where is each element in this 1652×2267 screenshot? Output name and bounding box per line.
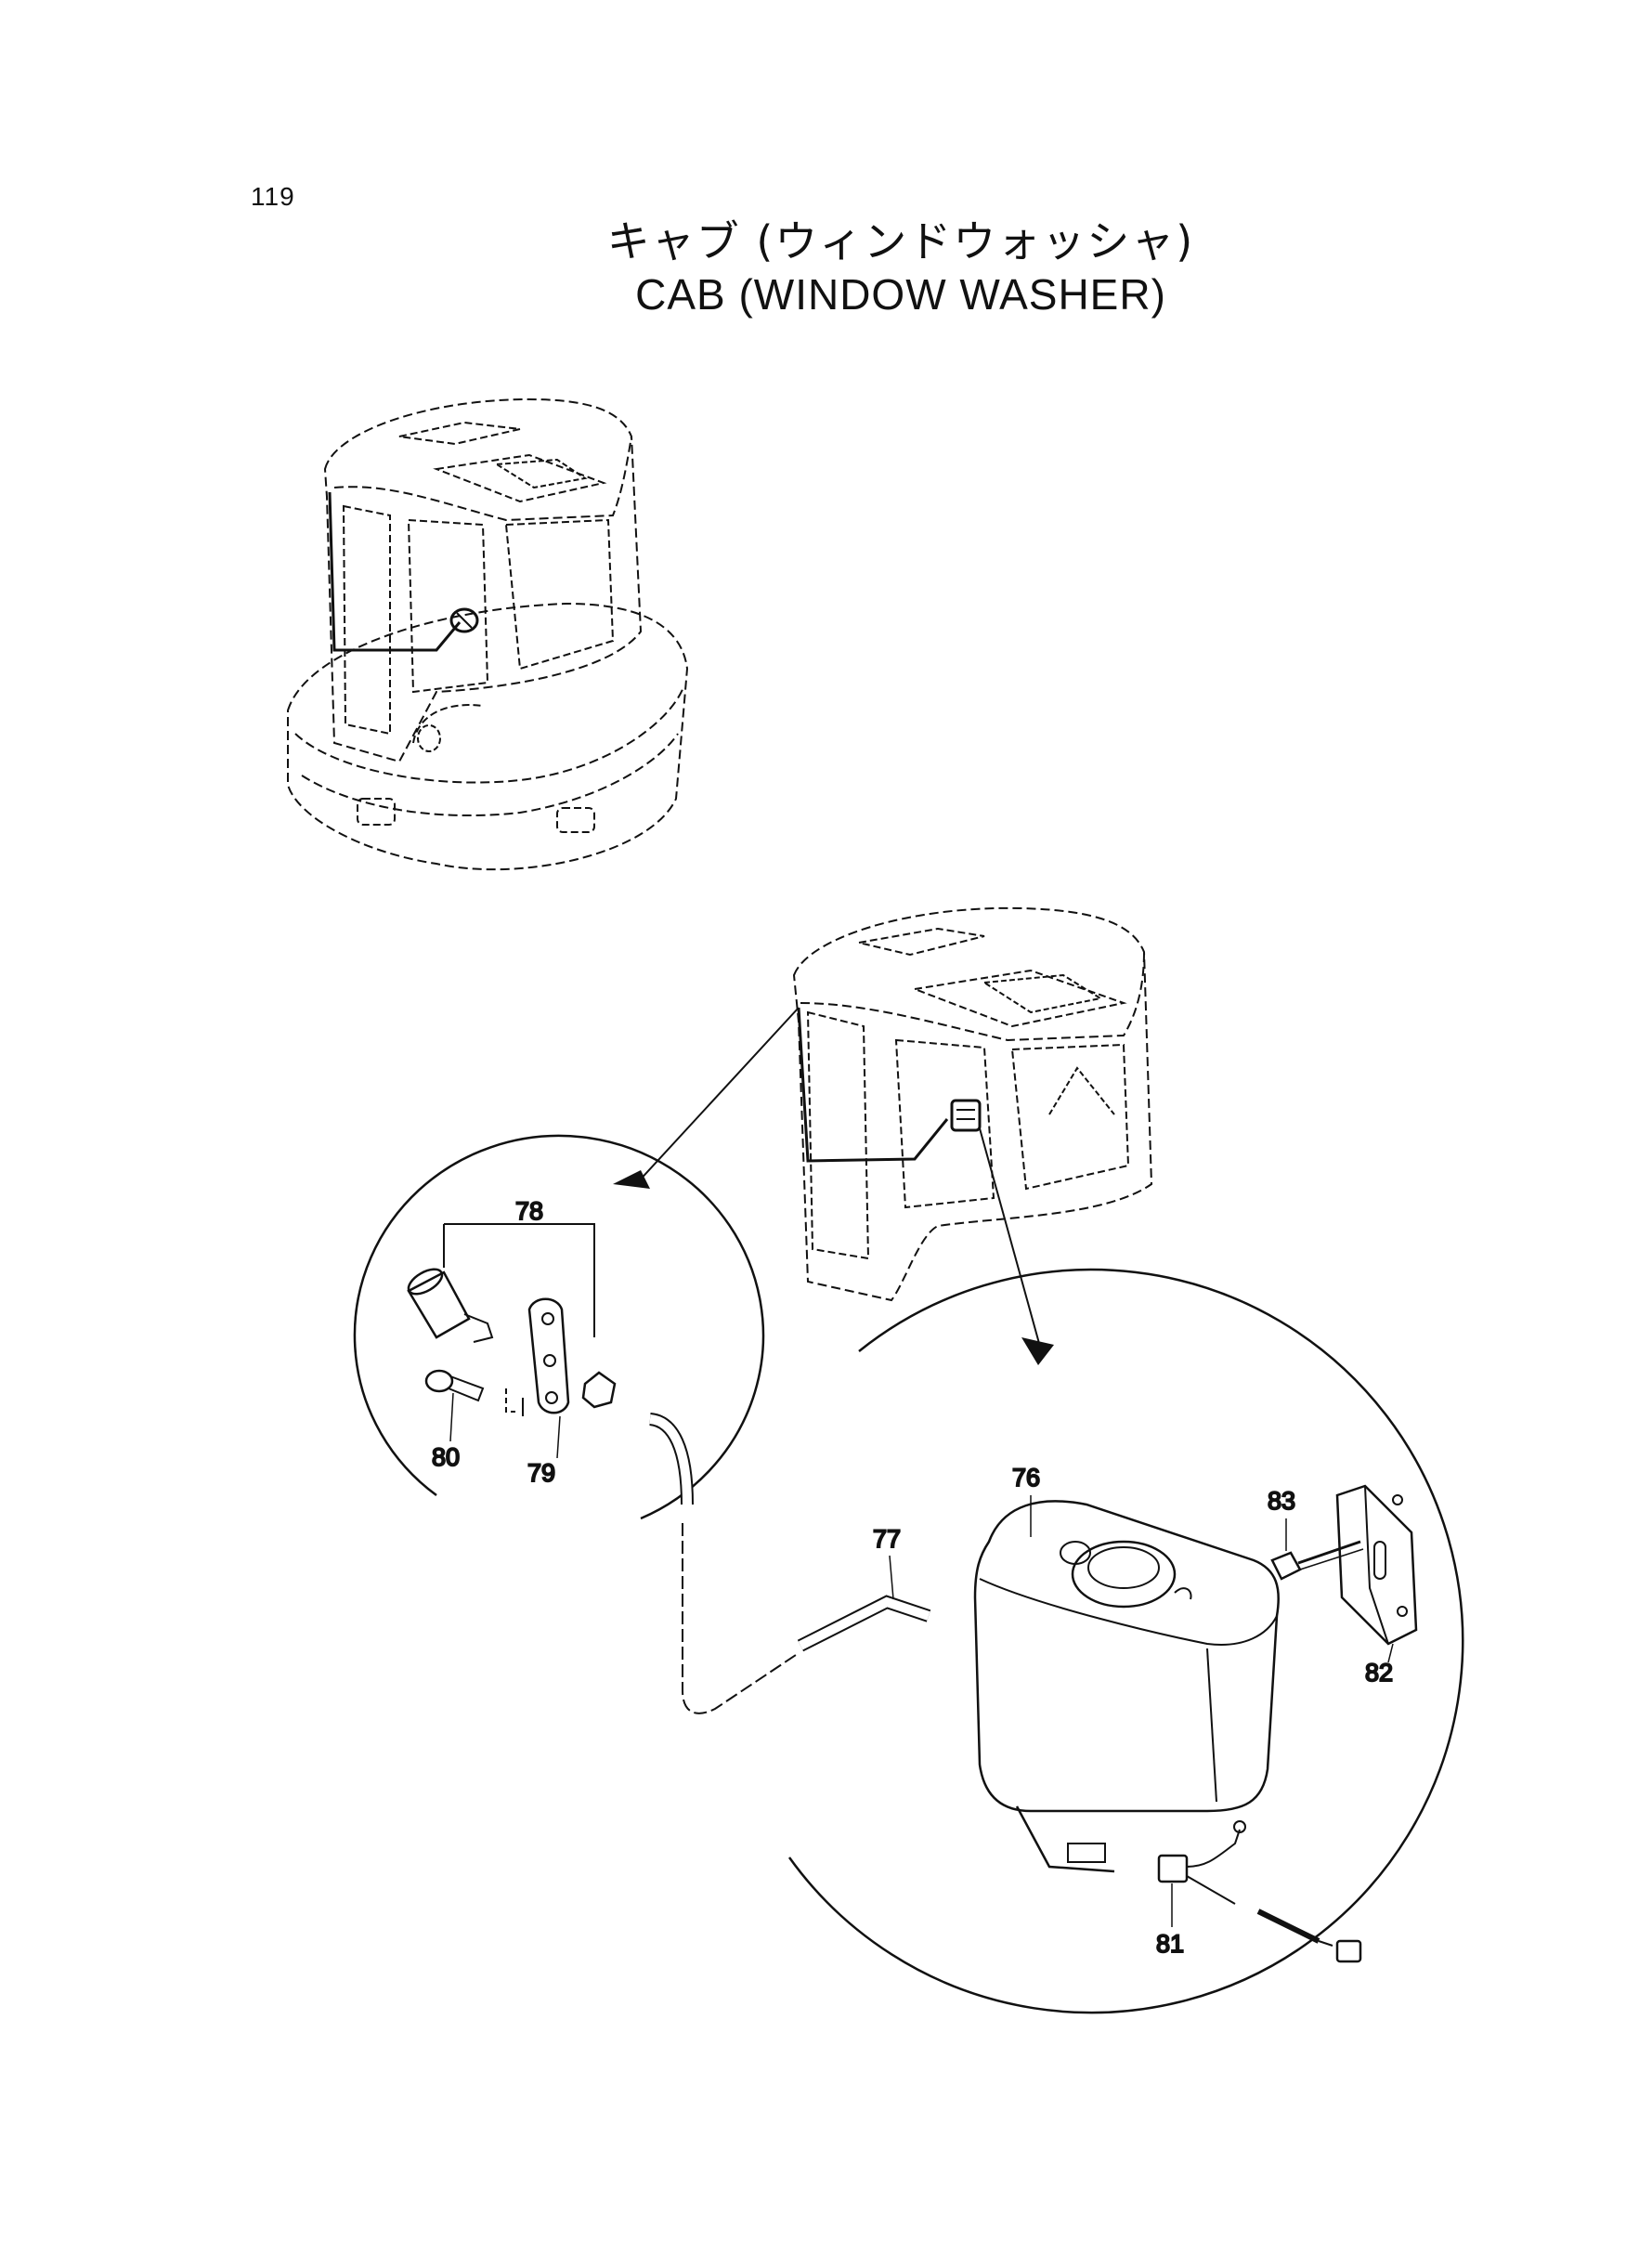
- nozzle-detail-view: [353, 1134, 800, 1714]
- page-number: 119: [251, 182, 295, 211]
- callout-79: 79: [527, 1459, 555, 1487]
- overview-machine-illustration: [287, 397, 689, 871]
- title-block: キャブ (ウィンドウォッシャ) CAB (WINDOW WASHER): [566, 215, 1235, 321]
- page-title-japanese: キャブ (ウィンドウォッシャ): [606, 216, 1195, 267]
- callout-82: 82: [1365, 1659, 1393, 1687]
- callout-83: 83: [1268, 1487, 1295, 1515]
- callout-78: 78: [515, 1197, 543, 1225]
- washer-tank-detail-view: [787, 1268, 1464, 2014]
- callout-80: 80: [432, 1443, 460, 1471]
- callout-labels: 78 79 80 77 76 83 82 81: [431, 1196, 1394, 1959]
- callout-77: 77: [873, 1525, 901, 1553]
- page-title-english: CAB (WINDOW WASHER): [635, 270, 1166, 319]
- callout-76: 76: [1012, 1464, 1040, 1492]
- cab-illustration: [792, 906, 1153, 1302]
- callout-81: 81: [1156, 1930, 1184, 1958]
